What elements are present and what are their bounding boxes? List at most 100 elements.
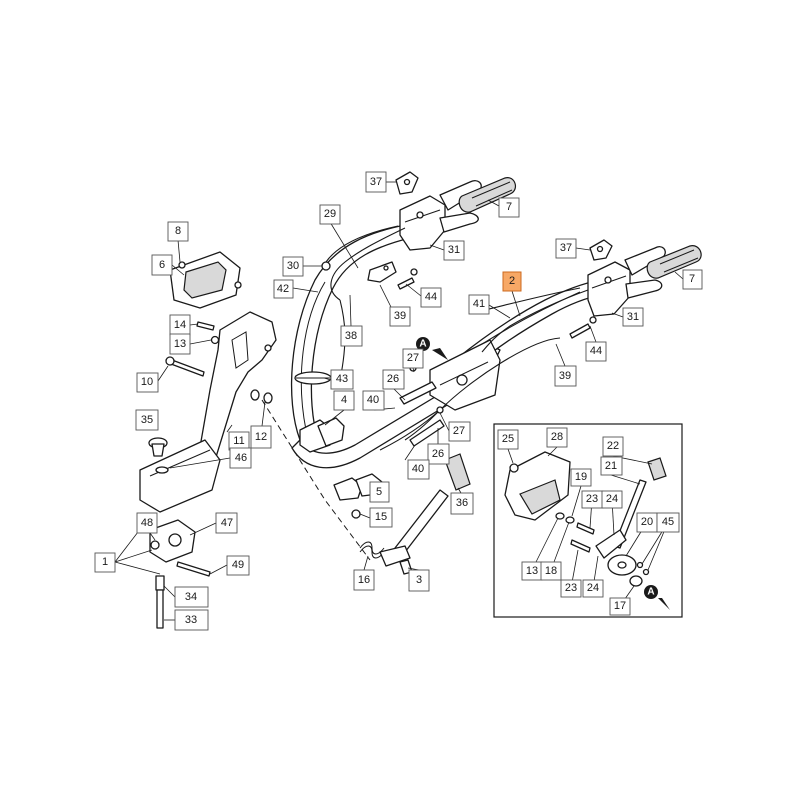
svg-text:42: 42 [277,283,289,295]
callout[interactable]: 39 [554,365,577,387]
callout[interactable]: 24 [582,579,604,598]
svg-text:5: 5 [376,486,382,498]
callout[interactable]: 27 [448,421,471,442]
svg-text:45: 45 [662,516,674,528]
svg-text:13: 13 [526,565,538,577]
callout[interactable]: 27 [402,348,424,369]
callout[interactable]: 49 [226,555,250,576]
callout[interactable]: 31 [443,240,465,261]
detail-inset [493,423,683,618]
callout[interactable]: 15 [369,507,393,528]
callout[interactable]: 38 [340,325,363,347]
callout[interactable]: 3 [408,569,430,592]
right-grip-assembly [587,239,702,317]
svg-text:22: 22 [607,440,619,452]
svg-text:49: 49 [232,559,244,571]
callout[interactable]: 30 [282,256,304,277]
callout[interactable]: 48 [136,512,158,534]
callout[interactable]: 24 [601,490,623,509]
svg-text:3: 3 [416,574,422,586]
callout[interactable]: 29 [319,204,341,225]
svg-text:27: 27 [453,425,465,437]
callout[interactable]: 46 [229,447,252,469]
callout[interactable]: 37 [365,171,387,193]
svg-text:24: 24 [587,582,599,594]
svg-text:46: 46 [235,452,247,464]
svg-text:31: 31 [448,244,460,256]
callout[interactable]: 19 [570,468,592,487]
svg-text:15: 15 [375,511,387,523]
svg-text:44: 44 [425,291,437,303]
svg-text:12: 12 [255,431,267,443]
svg-text:48: 48 [141,517,153,529]
svg-text:43: 43 [336,373,348,385]
svg-text:26: 26 [432,448,444,460]
svg-text:10: 10 [141,376,153,388]
callout[interactable]: 35 [135,409,159,431]
callout[interactable]: 39 [389,306,411,327]
callout[interactable]: 33 [174,609,209,631]
callout[interactable]: 1 [94,552,116,573]
callout[interactable]: 10 [136,372,159,393]
callout[interactable]: 34 [174,586,209,608]
ref-letter: A [647,587,654,598]
svg-text:38: 38 [345,330,357,342]
callout[interactable]: 20 [636,512,658,533]
callout[interactable]: 40 [362,390,385,411]
callout[interactable]: 12 [250,425,272,449]
cable-hardware [321,261,597,447]
callout[interactable]: 7 [682,269,703,290]
callout[interactable]: 41 [468,294,490,315]
callout[interactable]: 11 [228,431,250,451]
callout[interactable]: 23 [560,579,582,598]
svg-text:13: 13 [174,338,186,350]
svg-text:16: 16 [358,574,370,586]
svg-text:33: 33 [185,614,197,626]
svg-text:40: 40 [412,463,424,475]
callout[interactable]: 42 [273,279,294,299]
ref-letter: A [419,339,426,350]
callout[interactable]: 13 [169,333,191,355]
callout[interactable]: 21 [600,456,623,476]
svg-text:44: 44 [590,345,602,357]
callout[interactable]: 44 [585,341,607,362]
callout[interactable]: 22 [602,436,624,457]
svg-text:8: 8 [175,225,181,237]
callout[interactable]: 23 [581,490,604,509]
callout[interactable]: 6 [151,254,173,276]
callout[interactable]: 36 [450,492,474,515]
callout[interactable]: 44 [420,287,442,308]
callout[interactable]: 17 [609,597,631,616]
svg-text:23: 23 [565,582,577,594]
svg-text:4: 4 [341,394,347,406]
callout[interactable]: 8 [167,221,189,242]
svg-text:36: 36 [456,497,468,509]
callout[interactable]: 25 [497,429,519,450]
callout[interactable]: 40 [407,459,430,480]
callout-highlighted[interactable]: 2 [502,271,522,292]
callout[interactable]: 26 [382,369,405,390]
callout[interactable]: 16 [353,569,375,591]
callout[interactable]: 7 [498,197,520,218]
callout[interactable]: 18 [540,561,562,581]
svg-text:6: 6 [159,259,165,271]
callout[interactable]: 45 [656,512,680,533]
callout[interactable]: 13 [521,561,543,581]
callout[interactable]: 47 [215,512,238,534]
callout[interactable]: 31 [622,307,644,327]
callout[interactable]: 26 [427,443,450,465]
callout[interactable]: 4 [333,390,355,411]
svg-text:31: 31 [627,311,639,323]
svg-text:17: 17 [614,600,626,612]
callout[interactable]: 5 [369,481,390,503]
svg-text:39: 39 [559,370,571,382]
svg-text:39: 39 [394,310,406,322]
callout[interactable]: 14 [169,314,191,336]
callout[interactable]: 37 [555,238,577,259]
svg-text:41: 41 [473,298,485,310]
callouts: 37 7 29 31 30 42 44 38 39 8 6 14 13 10 4… [94,171,703,631]
callout[interactable]: 43 [330,369,354,390]
cables [325,225,589,451]
callout[interactable]: 28 [546,427,568,448]
